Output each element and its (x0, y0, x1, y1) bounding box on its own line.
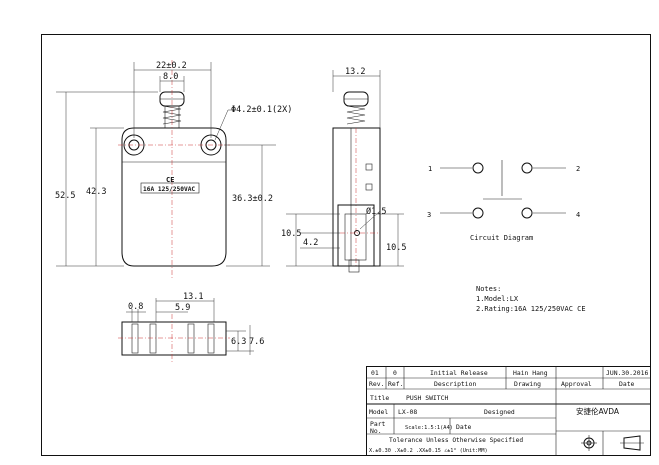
side-view: 13.2 Ø1.5 10.5 4.2 10.5 (281, 67, 406, 273)
scale-text: Scale:1.5:1(A4) (405, 425, 453, 431)
rev-row-description: Initial Release (430, 369, 488, 377)
dim-inner-width: 8.0 (163, 72, 178, 82)
company-name: 安捷伦AVDA (576, 406, 620, 416)
title-block: 01 0 Initial Release Hain Hang JUN.30.20… (366, 366, 651, 456)
tolerance-values: X.±0.30 .X±0.2 .XX±0.15 ∠±1° (Unit:MM) (369, 448, 488, 454)
dim-mount-height: 36.3±0.2 (232, 194, 273, 204)
rev-row-ref: 0 (393, 369, 397, 377)
dim-plunger-dia: Φ4.2±0.1(2X) (231, 105, 292, 115)
dim-body-height: 42.3 (86, 187, 106, 197)
header-date: Date (619, 380, 635, 388)
header-drawing: Drawing (514, 380, 541, 388)
pin-label-3: 3 (427, 211, 431, 219)
no-label: No. (370, 427, 382, 435)
circuit-caption: Circuit Diagram (470, 234, 533, 242)
dim-total-height: 52.5 (55, 191, 75, 201)
date-label: Date (456, 423, 472, 431)
model-label: Model (369, 408, 388, 416)
notes-line-2: 2.Rating:16A 125/250VAC CE (476, 305, 586, 313)
notes-heading: Notes: (476, 285, 501, 293)
dim-side-a: 10.5 (281, 229, 301, 239)
rev-row-drawing: Hain Hang (513, 369, 548, 377)
title-label: Title (370, 394, 389, 402)
dim-bottom-gap: 0.8 (128, 302, 143, 312)
part-label: Part (370, 420, 386, 428)
projection-symbol-icon (581, 435, 644, 451)
header-description: Description (434, 380, 476, 388)
bottom-view: 0.8 13.1 5.9 6.3 7.6 (118, 292, 264, 362)
header-ref: Ref. (388, 380, 403, 388)
ce-mark: CE (166, 176, 174, 184)
dim-bottom-h1: 6.3 (231, 337, 246, 347)
rev-row-date: JUN.30.2016 (606, 369, 648, 377)
dim-hole-dia: Ø1.5 (366, 206, 386, 217)
dim-bottom-inner: 5.9 (175, 303, 190, 313)
dim-side-width: 13.2 (345, 67, 365, 77)
dim-side-c: 10.5 (386, 243, 406, 253)
dim-side-b: 4.2 (303, 238, 318, 248)
sheet-border (41, 34, 651, 456)
pin-label-4: 4 (576, 211, 580, 219)
rev-row-rev: 01 (371, 369, 379, 377)
pin-label-2: 2 (576, 165, 580, 173)
tolerance-title: Tolerance Unless Otherwise Specified (389, 437, 523, 444)
notes-line-1: 1.Model:LX (476, 295, 519, 303)
header-approval: Approval (561, 380, 592, 388)
header-rev: Rev. (369, 380, 384, 388)
pin-label-1: 1 (428, 165, 432, 173)
dim-bottom-width: 13.1 (183, 292, 203, 302)
circuit-diagram: 1 2 3 4 Circuit Diagram (427, 160, 580, 242)
front-view: CE 16A 125/250VAC 22±0.2 8.0 Φ4.2±0.1(2X… (55, 60, 292, 280)
dim-overall-width: 22±0.2 (156, 61, 187, 71)
designed-label: Designed (484, 408, 515, 416)
rating-mark: 16A 125/250VAC (143, 186, 195, 193)
dim-bottom-h2: 7.6 (249, 337, 264, 347)
title-value: PUSH SWITCH (406, 394, 448, 402)
notes: Notes: 1.Model:LX 2.Rating:16A 125/250VA… (476, 285, 586, 313)
model-value: LX-08 (398, 408, 417, 416)
